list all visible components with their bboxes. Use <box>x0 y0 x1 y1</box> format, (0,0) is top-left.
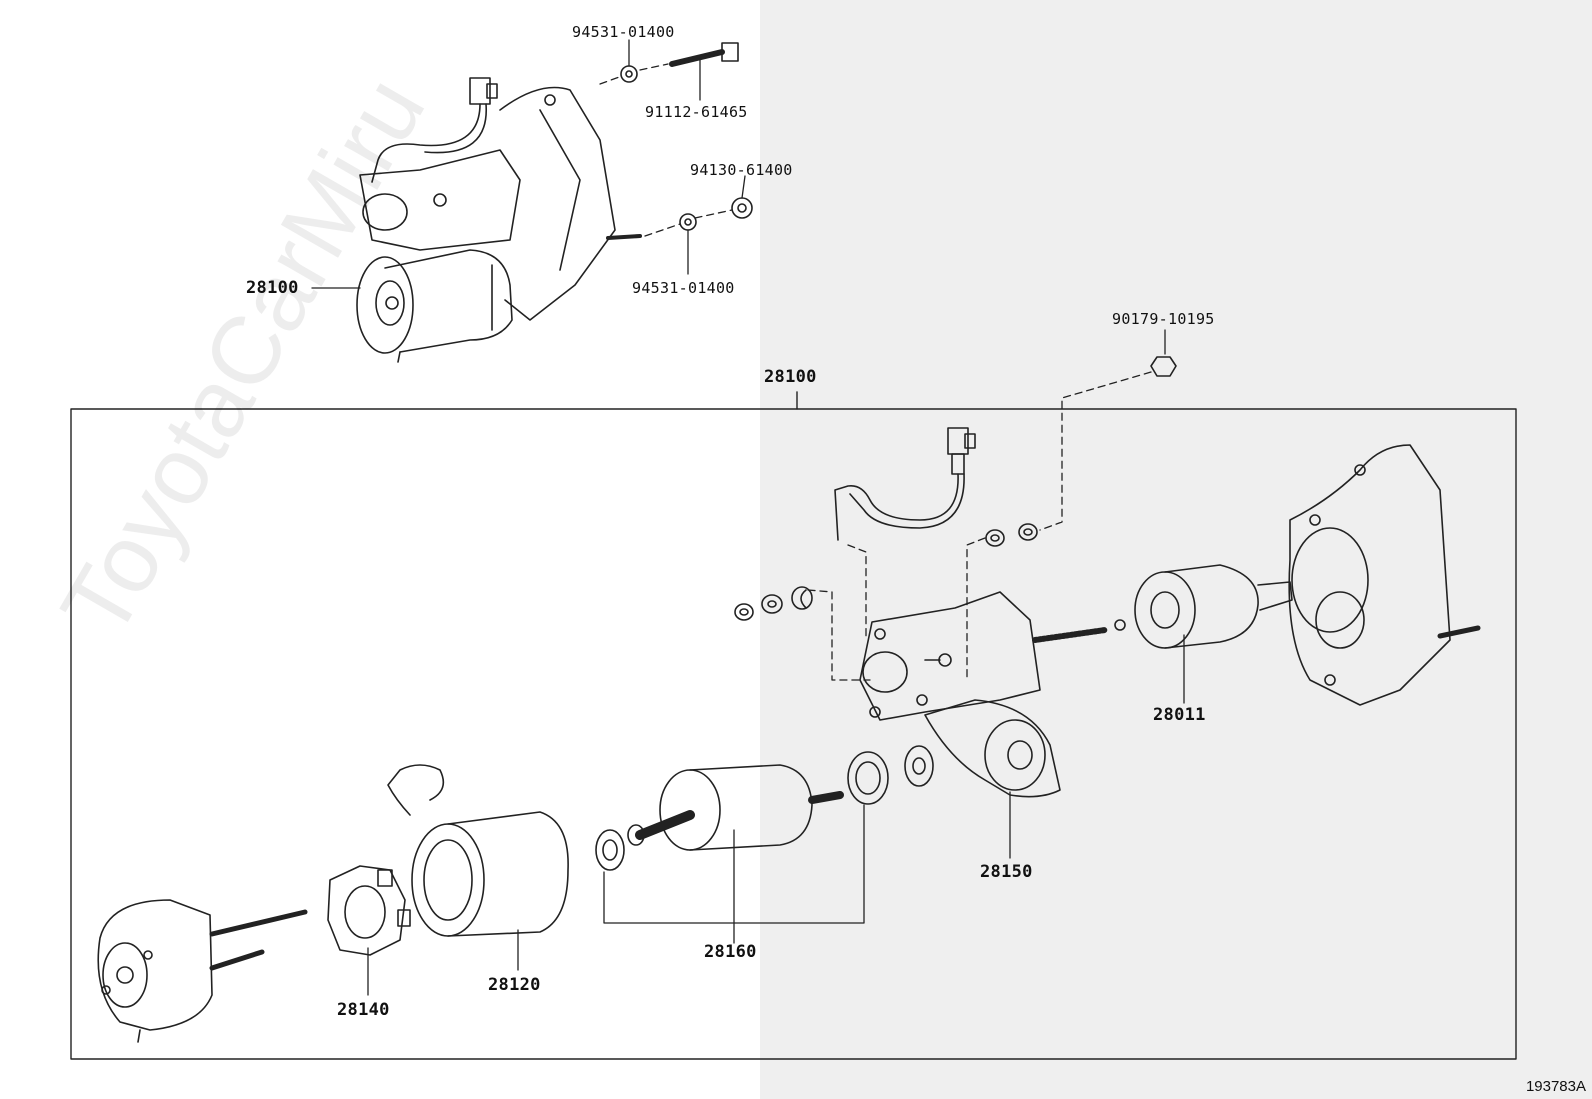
end-frame-drawing <box>97 899 308 1043</box>
part-label-28100-box[interactable]: 28100 <box>764 367 817 387</box>
part-label-94130[interactable]: 94130-61400 <box>690 161 793 179</box>
part-label-94531-mid[interactable]: 94531-01400 <box>632 279 735 297</box>
drive-housing-drawing <box>1288 444 1481 706</box>
assembled-starter-drawing <box>356 77 642 363</box>
armature-28160-drawing <box>627 764 844 851</box>
shaded-background-panel <box>760 0 1592 1099</box>
part-label-91112[interactable]: 91112-61465 <box>645 103 748 121</box>
part-label-94531-top[interactable]: 94531-01400 <box>572 23 675 41</box>
magnetic-switch-drawing <box>859 591 1041 721</box>
clutch-28011-drawing <box>1134 564 1293 649</box>
yoke-28120-drawing <box>387 764 569 937</box>
part-label-28120[interactable]: 28120 <box>488 975 541 995</box>
figure-code: 193783A <box>1525 1078 1586 1095</box>
housing-28150-drawing <box>924 699 1061 798</box>
part-label-28011[interactable]: 28011 <box>1153 705 1206 725</box>
part-label-90179[interactable]: 90179-10195 <box>1112 310 1215 328</box>
part-label-28160[interactable]: 28160 <box>704 942 757 962</box>
part-label-28150[interactable]: 28150 <box>980 862 1033 882</box>
assembly-frame <box>70 408 1517 1060</box>
part-label-28140[interactable]: 28140 <box>337 1000 390 1020</box>
part-label-28100-assembly[interactable]: 28100 <box>246 278 299 298</box>
brush-holder-28140-drawing <box>327 865 411 956</box>
